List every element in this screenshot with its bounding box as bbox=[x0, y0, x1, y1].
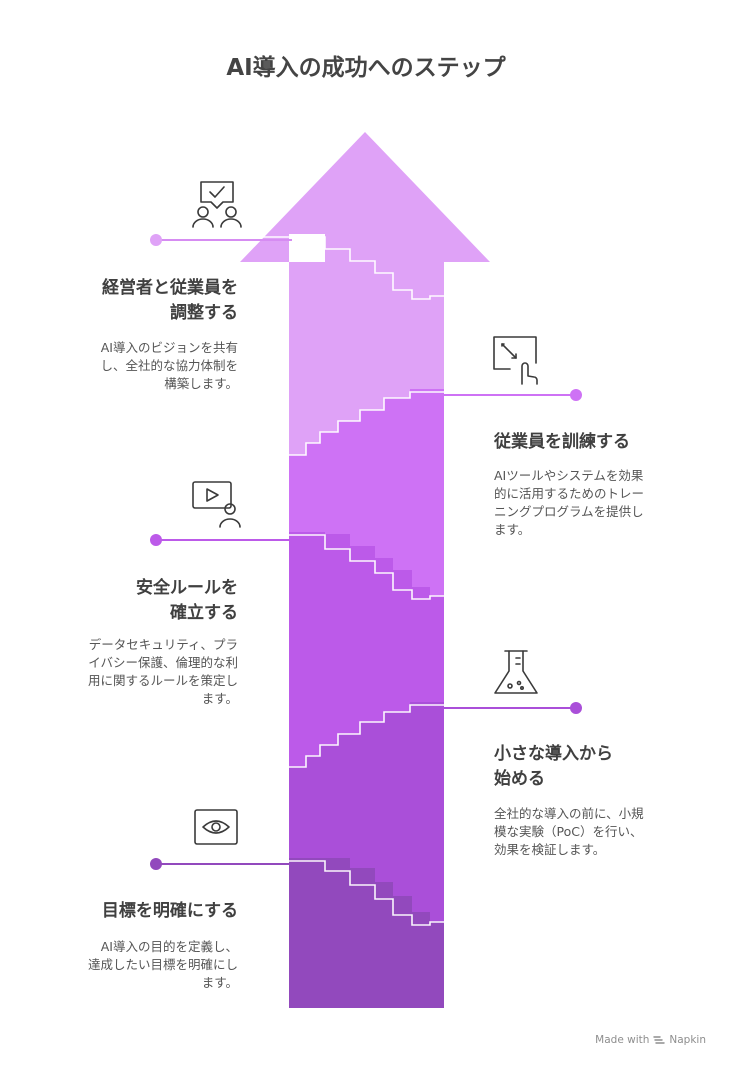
connector-dot-2 bbox=[570, 389, 582, 401]
step-3-title-line: 安全ルールを bbox=[136, 578, 238, 598]
step-1-desc-line: 構築します。 bbox=[164, 376, 238, 391]
step-4-title-line: 始める bbox=[494, 769, 545, 789]
step-1-description: AI導入のビジョンを共有 し、全社的な協力体制を 構築します。 bbox=[58, 339, 238, 393]
step-5-desc-line: AI導入の目的を定義し、 bbox=[100, 939, 238, 954]
video-user-icon bbox=[192, 481, 241, 528]
step-1-desc-line: し、全社的な協力体制を bbox=[100, 358, 238, 373]
stair-line-1 bbox=[240, 236, 444, 300]
made-with-label: Made with bbox=[595, 1034, 650, 1046]
step-3-description: データセキュリティ、プラ イバシー保護、倫理的な利 用に関するルールを策定し ま… bbox=[50, 636, 238, 708]
step-3-title: 安全ルールを 確立する bbox=[60, 576, 238, 626]
flask-icon bbox=[494, 650, 538, 694]
step-3-title-line: 確立する bbox=[170, 603, 238, 623]
step-2-desc-line: ます。 bbox=[494, 522, 531, 537]
step-2-desc-line: AIツールやシステムを効果 bbox=[494, 468, 644, 483]
arrow-segment-2 bbox=[289, 389, 444, 596]
connector-dot-3 bbox=[150, 534, 162, 546]
connector-dot-4 bbox=[570, 702, 582, 714]
eye-scan-icon bbox=[194, 809, 238, 845]
team-communication-icon bbox=[192, 181, 242, 228]
stair-line-5 bbox=[289, 860, 444, 926]
connector-dot-5 bbox=[150, 858, 162, 870]
step-1-title-line: 調整する bbox=[170, 303, 238, 323]
step-3-desc-line: 用に関するルールを策定し bbox=[87, 673, 238, 688]
step-5-desc-line: ます。 bbox=[201, 975, 238, 990]
step-4-title: 小さな導入から 始める bbox=[494, 742, 694, 792]
step-4-desc-line: 全社的な導入の前に、小規 bbox=[494, 806, 644, 821]
stair-line-2 bbox=[289, 391, 444, 456]
step-3-desc-line: データセキュリティ、プラ bbox=[88, 637, 238, 652]
connector-dot-1 bbox=[150, 234, 162, 246]
arrow-segment-1 bbox=[240, 132, 490, 296]
stair-line-3 bbox=[289, 534, 444, 600]
step-2-title: 従業員を訓練する bbox=[494, 430, 694, 455]
step-2-desc-line: 的に活用するためのトレー bbox=[494, 486, 645, 501]
step-4-desc-line: 模な実験（PoC）を行い、 bbox=[494, 824, 643, 839]
napkin-brand-label: Napkin bbox=[669, 1034, 706, 1046]
made-with-napkin-credit: Made with Napkin bbox=[595, 1034, 706, 1046]
step-2-description: AIツールやシステムを効果 的に活用するためのトレー ニングプログラムを提供し … bbox=[494, 467, 694, 539]
arrow-segment-4 bbox=[289, 702, 444, 922]
step-1-desc-line: AI導入のビジョンを共有 bbox=[100, 340, 238, 355]
step-5-description: AI導入の目的を定義し、 達成したい目標を明確にし ます。 bbox=[50, 938, 238, 992]
step-4-description: 全社的な導入の前に、小規 模な実験（PoC）を行い、 効果を検証します。 bbox=[494, 805, 694, 859]
step-5-title-line: 目標を明確にする bbox=[101, 901, 238, 921]
step-1-title: 経営者と従業員を 調整する bbox=[60, 276, 238, 326]
touch-screen-icon bbox=[493, 336, 538, 385]
step-4-title-line: 小さな導入から bbox=[494, 744, 613, 764]
step-3-desc-line: ます。 bbox=[201, 691, 238, 706]
step-3-desc-line: イバシー保護、倫理的な利 bbox=[88, 655, 238, 670]
step-2-title-line: 従業員を訓練する bbox=[494, 432, 630, 452]
step-1-title-line: 経営者と従業員を bbox=[102, 278, 238, 298]
step-5-desc-line: 達成したい目標を明確にし bbox=[87, 957, 238, 972]
step-5-title: 目標を明確にする bbox=[60, 899, 238, 924]
step-4-desc-line: 効果を検証します。 bbox=[494, 842, 606, 857]
stair-line-4 bbox=[289, 704, 444, 768]
arrow-segment-5 bbox=[289, 858, 444, 1008]
napkin-logo-icon bbox=[653, 1036, 666, 1044]
step-2-desc-line: ニングプログラムを提供し bbox=[494, 504, 644, 519]
page-title: AI導入の成功へのステップ bbox=[226, 55, 506, 81]
